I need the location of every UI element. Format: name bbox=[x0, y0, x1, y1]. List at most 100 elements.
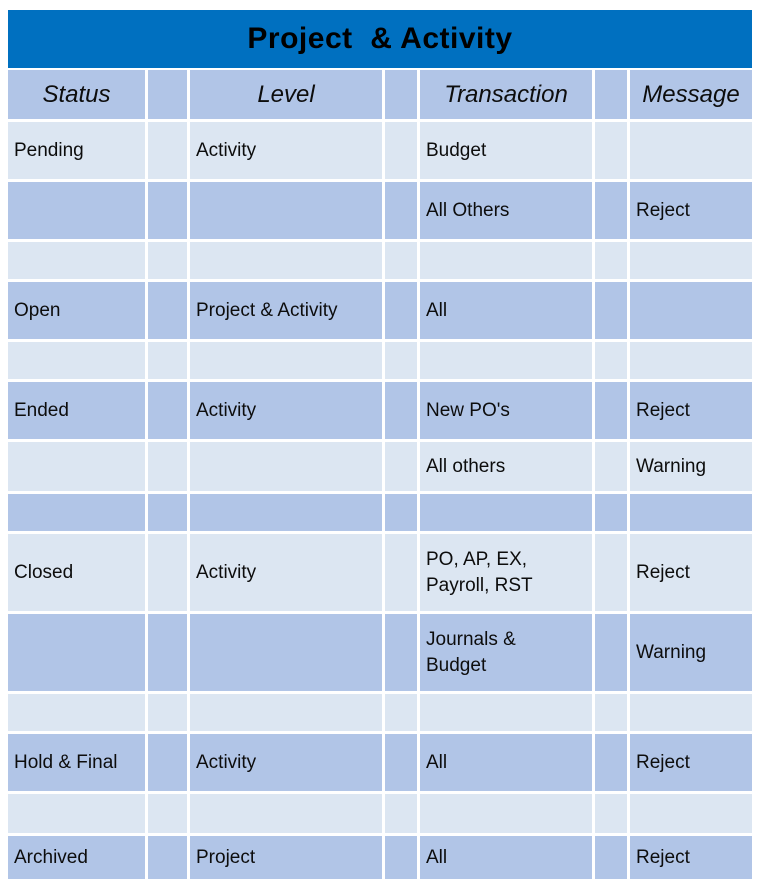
cell-status-text: Closed bbox=[14, 561, 74, 583]
cell-status: Hold & Final bbox=[8, 734, 148, 794]
column-header-message-label: Message bbox=[642, 80, 740, 108]
cell-transaction-text: PO, AP, EX, Payroll, RST bbox=[426, 548, 533, 596]
cell-spacer-3 bbox=[595, 342, 630, 382]
column-header-transaction-label: Transaction bbox=[444, 80, 568, 108]
cell-spacer-1 bbox=[148, 382, 190, 442]
cell-spacer-2 bbox=[385, 494, 420, 534]
spreadsheet-table: Project & Activity Status Level Transact… bbox=[8, 10, 752, 882]
cell-status: Pending bbox=[8, 122, 148, 182]
cell-spacer-1 bbox=[148, 836, 190, 882]
cell-message-text: Warning bbox=[636, 455, 707, 477]
cell-transaction bbox=[420, 342, 595, 382]
cell-spacer-3 bbox=[595, 282, 630, 342]
cell-spacer-3 bbox=[595, 694, 630, 734]
cell-message: Reject bbox=[630, 836, 752, 882]
cell-transaction-text: All bbox=[426, 751, 448, 773]
cell-level-text: Activity bbox=[196, 139, 257, 161]
table-row: Journals & Budget Warning bbox=[8, 614, 752, 694]
cell-spacer-3 bbox=[595, 182, 630, 242]
cell-level-text: Activity bbox=[196, 561, 257, 583]
cell-transaction-text: All bbox=[426, 846, 448, 868]
cell-message bbox=[630, 794, 752, 836]
cell-status: Archived bbox=[8, 836, 148, 882]
cell-spacer-2 bbox=[385, 182, 420, 242]
table-row bbox=[8, 342, 752, 382]
cell-level bbox=[190, 182, 385, 242]
cell-transaction bbox=[420, 794, 595, 836]
column-header-level: Level bbox=[190, 70, 385, 122]
cell-message bbox=[630, 342, 752, 382]
cell-spacer-3 bbox=[595, 382, 630, 442]
cell-spacer-1 bbox=[148, 734, 190, 794]
cell-spacer-2 bbox=[385, 534, 420, 614]
cell-status bbox=[8, 182, 148, 242]
cell-transaction-text: Journals & Budget bbox=[426, 628, 516, 676]
cell-level bbox=[190, 442, 385, 494]
cell-transaction bbox=[420, 242, 595, 282]
cell-level bbox=[190, 494, 385, 534]
cell-spacer-1 bbox=[148, 494, 190, 534]
cell-status bbox=[8, 614, 148, 694]
cell-level bbox=[190, 242, 385, 282]
cell-spacer-3 bbox=[595, 794, 630, 836]
cell-message-text: Reject bbox=[636, 199, 690, 221]
column-header-status: Status bbox=[8, 70, 148, 122]
cell-spacer-2 bbox=[385, 614, 420, 694]
cell-spacer-1 bbox=[148, 282, 190, 342]
table-row: Closed Activity PO, AP, EX, Payroll, RST… bbox=[8, 534, 752, 614]
cell-message: Reject bbox=[630, 734, 752, 794]
table-row: Open Project & Activity All bbox=[8, 282, 752, 342]
cell-spacer-1 bbox=[148, 342, 190, 382]
cell-status: Closed bbox=[8, 534, 148, 614]
cell-message bbox=[630, 694, 752, 734]
cell-spacer-2 bbox=[385, 122, 420, 182]
cell-transaction: Journals & Budget bbox=[420, 614, 595, 694]
table-row: Pending Activity Budget bbox=[8, 122, 752, 182]
cell-status-text: Archived bbox=[14, 846, 88, 868]
cell-message-text: Warning bbox=[636, 641, 707, 663]
cell-status-text: Open bbox=[14, 299, 61, 321]
cell-message bbox=[630, 122, 752, 182]
cell-spacer-3 bbox=[595, 442, 630, 494]
column-header-transaction: Transaction bbox=[420, 70, 595, 122]
column-header-status-label: Status bbox=[42, 80, 111, 108]
cell-message: Reject bbox=[630, 382, 752, 442]
table-row bbox=[8, 494, 752, 534]
cell-level: Activity bbox=[190, 534, 385, 614]
cell-spacer-1 bbox=[148, 182, 190, 242]
cell-spacer-2 bbox=[385, 836, 420, 882]
cell-message bbox=[630, 494, 752, 534]
table-row: Archived Project All Reject bbox=[8, 836, 752, 882]
table-row: Ended Activity New PO's Reject bbox=[8, 382, 752, 442]
column-header-spacer-1 bbox=[148, 70, 190, 122]
cell-transaction: PO, AP, EX, Payroll, RST bbox=[420, 534, 595, 614]
cell-status: Ended bbox=[8, 382, 148, 442]
cell-spacer-2 bbox=[385, 794, 420, 836]
cell-transaction bbox=[420, 494, 595, 534]
cell-transaction: All bbox=[420, 734, 595, 794]
cell-message: Warning bbox=[630, 442, 752, 494]
table-row bbox=[8, 794, 752, 836]
cell-level bbox=[190, 342, 385, 382]
cell-level: Activity bbox=[190, 734, 385, 794]
cell-transaction bbox=[420, 694, 595, 734]
cell-transaction: All bbox=[420, 836, 595, 882]
cell-spacer-3 bbox=[595, 494, 630, 534]
cell-transaction: All others bbox=[420, 442, 595, 494]
cell-spacer-3 bbox=[595, 734, 630, 794]
cell-transaction: All Others bbox=[420, 182, 595, 242]
cell-level: Activity bbox=[190, 122, 385, 182]
cell-spacer-2 bbox=[385, 342, 420, 382]
cell-spacer-2 bbox=[385, 242, 420, 282]
table-row: Hold & Final Activity All Reject bbox=[8, 734, 752, 794]
cell-message-text: Reject bbox=[636, 561, 690, 583]
cell-transaction-text: All Others bbox=[426, 199, 510, 221]
cell-spacer-3 bbox=[595, 122, 630, 182]
cell-transaction-text: New PO's bbox=[426, 399, 510, 421]
cell-message-text: Reject bbox=[636, 751, 690, 773]
table-title-bar: Project & Activity bbox=[8, 10, 752, 68]
cell-status bbox=[8, 242, 148, 282]
cell-status-text: Ended bbox=[14, 399, 69, 421]
table-row bbox=[8, 694, 752, 734]
table-header-row: Status Level Transaction Message bbox=[8, 70, 752, 122]
